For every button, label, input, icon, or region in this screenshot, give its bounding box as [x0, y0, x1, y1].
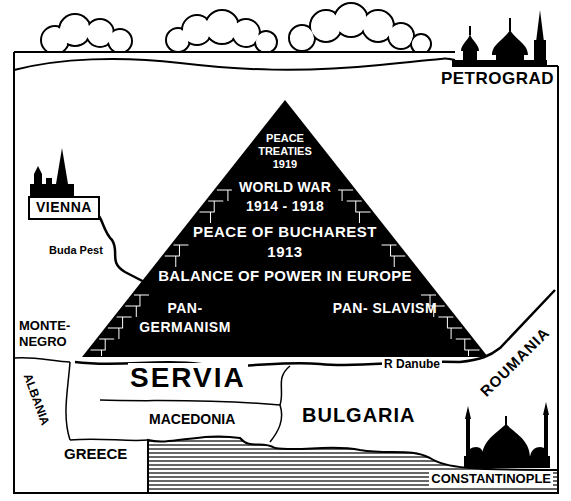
- constantinople-skyline: [482, 424, 530, 458]
- constantinople-skyline: [505, 416, 507, 425]
- petrograd-skyline: [492, 30, 528, 55]
- cloud-fill: [290, 26, 313, 49]
- petrograd-skyline: [469, 26, 471, 35]
- place-label: CONSTANTINOPLE: [429, 472, 553, 486]
- pyramid-body: [82, 100, 488, 357]
- petrograd-skyline: [534, 40, 546, 62]
- pyramid: PEACE TREATIES 1919WORLD WAR 1914 - 1918…: [82, 100, 488, 357]
- country-border: [14, 358, 70, 362]
- city-name: VIENNA: [30, 198, 98, 217]
- cloud-fill: [233, 20, 258, 45]
- place-label: ROUMANIA: [476, 323, 554, 401]
- country-border: [14, 358, 290, 442]
- petrograd-skyline: [463, 50, 477, 62]
- place-label: GREECE: [62, 446, 129, 463]
- cloud-outline: [41, 3, 431, 54]
- horizon: [14, 59, 455, 70]
- country-border: [280, 366, 290, 405]
- place-label: SERVIA: [128, 363, 248, 394]
- place-label: Buda Pest: [47, 244, 105, 256]
- country-border: [270, 405, 282, 442]
- place-label: R Danube: [382, 358, 442, 371]
- pyramid-layer-text: PEACE TREATIES 1919: [253, 132, 317, 171]
- pyramid-layer-text: PAN- SLAVISM: [330, 299, 440, 318]
- pyramid-bricks: [91, 190, 480, 356]
- cloud-fill: [183, 16, 210, 43]
- horizon: [14, 51, 455, 53]
- pyramid-layer-text: BALANCE OF POWER IN EUROPE: [158, 267, 412, 285]
- place-label: MACEDONIA: [147, 412, 237, 427]
- place-label: BULGARIA: [300, 404, 418, 426]
- constantinople-skyline: [544, 414, 548, 458]
- cloud-fill: [335, 4, 366, 35]
- constantinople-skyline: [464, 402, 550, 468]
- constantinople-skyline: [543, 402, 549, 415]
- cloud-fill: [109, 30, 130, 51]
- cloud-fill: [256, 32, 275, 51]
- constantinople-skyline: [466, 418, 470, 458]
- vienna-skyline: [46, 178, 52, 184]
- cloud-fill: [389, 24, 412, 47]
- cloud-fill: [42, 4, 429, 52]
- petrograd-skyline: [509, 18, 511, 31]
- map-frame: [14, 52, 558, 493]
- petrograd-skyline: [461, 34, 479, 51]
- country-border: [100, 400, 280, 405]
- place-label: PETROGRAD: [439, 70, 556, 89]
- cloud-fill: [87, 20, 112, 45]
- vienna-skyline: [34, 166, 42, 174]
- vienna-skyline: [30, 148, 74, 196]
- cloud-fill: [206, 11, 237, 42]
- place-label: MONTE- NEGRO: [17, 318, 83, 350]
- vienna-skyline: [34, 174, 42, 184]
- vienna-skyline: [56, 148, 68, 184]
- sky-cut: [14, 53, 459, 73]
- pyramid-layer-text: PEACE OF BUCHAREST 1913: [183, 222, 388, 262]
- country-border: [70, 439, 148, 440]
- petrograd-skyline: [496, 54, 524, 62]
- place-label: ALBANIA: [20, 370, 52, 429]
- country-border: [66, 362, 70, 440]
- pyramid-layer-text: PAN- GERMANISM: [130, 299, 240, 337]
- vienna-skyline: [30, 184, 74, 196]
- constantinople-skyline: [465, 406, 471, 419]
- city-box: VIENNA: [28, 196, 100, 220]
- cloud-fill: [363, 11, 392, 40]
- petrograd-skyline: [536, 10, 544, 42]
- cloud-fill: [412, 35, 429, 52]
- cloud-fill: [60, 15, 89, 44]
- pyramid-layer-text: WORLD WAR 1914 - 1918: [224, 178, 346, 216]
- petrograd-skyline: [452, 10, 547, 66]
